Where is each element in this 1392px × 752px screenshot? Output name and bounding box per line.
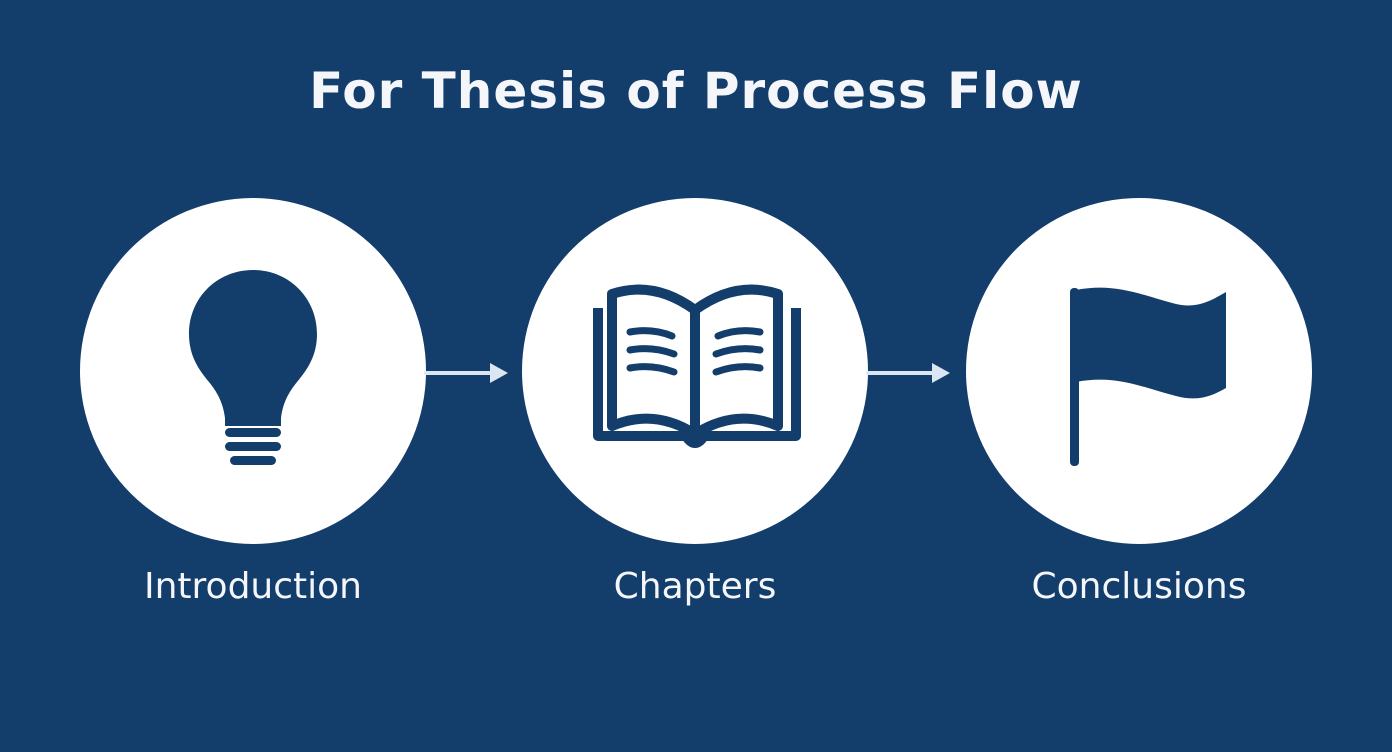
page-title: For Thesis of Process Flow (309, 62, 1083, 120)
step-label-chapters: Chapters (613, 566, 777, 607)
open-book-icon (593, 284, 801, 448)
lightbulb-icon (189, 270, 317, 465)
arrow-right-icon (424, 363, 508, 383)
step-circle-chapters (522, 198, 868, 544)
step-label-conclusions: Conclusions (1031, 566, 1247, 607)
step-label-introduction: Introduction (143, 566, 362, 607)
step-circle-conclusions (966, 198, 1312, 544)
step-circle-introduction (80, 198, 426, 544)
flag-icon (1070, 287, 1226, 466)
arrow-right-icon (866, 363, 950, 383)
